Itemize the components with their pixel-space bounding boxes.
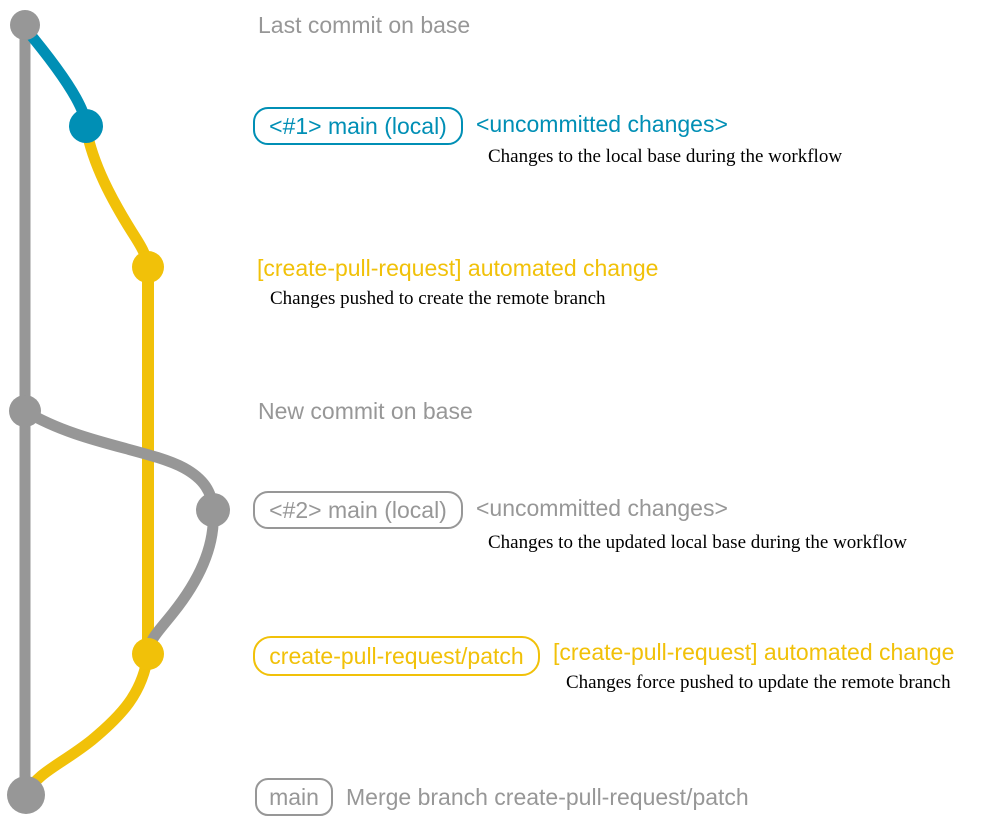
status-uncommitted-changes-2: <uncommitted changes> bbox=[476, 495, 728, 521]
description-local-base-changes-2: Changes to the updated local base during… bbox=[488, 532, 907, 553]
branch-out-curve-yellow bbox=[80, 122, 154, 273]
commit-dot-last-base bbox=[10, 10, 40, 40]
status-uncommitted-changes-1: <uncommitted changes> bbox=[476, 111, 728, 137]
commit-message-new-base: New commit on base bbox=[258, 398, 473, 424]
description-force-pushed-update: Changes force pushed to update the remot… bbox=[566, 672, 951, 693]
branch-label-main: main bbox=[255, 778, 333, 816]
description-local-base-changes-1: Changes to the local base during the wor… bbox=[488, 146, 843, 167]
merge-curve-yellow bbox=[21, 648, 154, 799]
branch-label-patch: create-pull-request/patch bbox=[253, 636, 540, 676]
commit-message-merge: Merge branch create-pull-request/patch bbox=[346, 784, 749, 810]
commit-dot-patch-1 bbox=[132, 251, 164, 283]
commit-dot-merge bbox=[7, 776, 45, 814]
commit-dot-main-local-1 bbox=[69, 109, 103, 143]
branch-label-main-local-1: <#1> main (local) bbox=[253, 107, 463, 145]
branch-out-curve-blue bbox=[19, 22, 92, 132]
commit-message-last-base: Last commit on base bbox=[258, 12, 471, 38]
description-pushed-create-branch: Changes pushed to create the remote bran… bbox=[270, 288, 606, 309]
commit-message-automated-change-2: [create-pull-request] automated change bbox=[553, 639, 955, 665]
rebase-curve-gray-out bbox=[19, 405, 219, 516]
commit-dot-new-base bbox=[9, 395, 41, 427]
branch-label-main-local-2: <#2> main (local) bbox=[253, 491, 463, 529]
commit-dot-patch-2 bbox=[132, 638, 164, 670]
commit-message-automated-change-1: [create-pull-request] automated change bbox=[257, 255, 659, 281]
commit-dot-main-local-2 bbox=[196, 493, 230, 527]
rebase-curve-gray-in bbox=[142, 504, 219, 660]
